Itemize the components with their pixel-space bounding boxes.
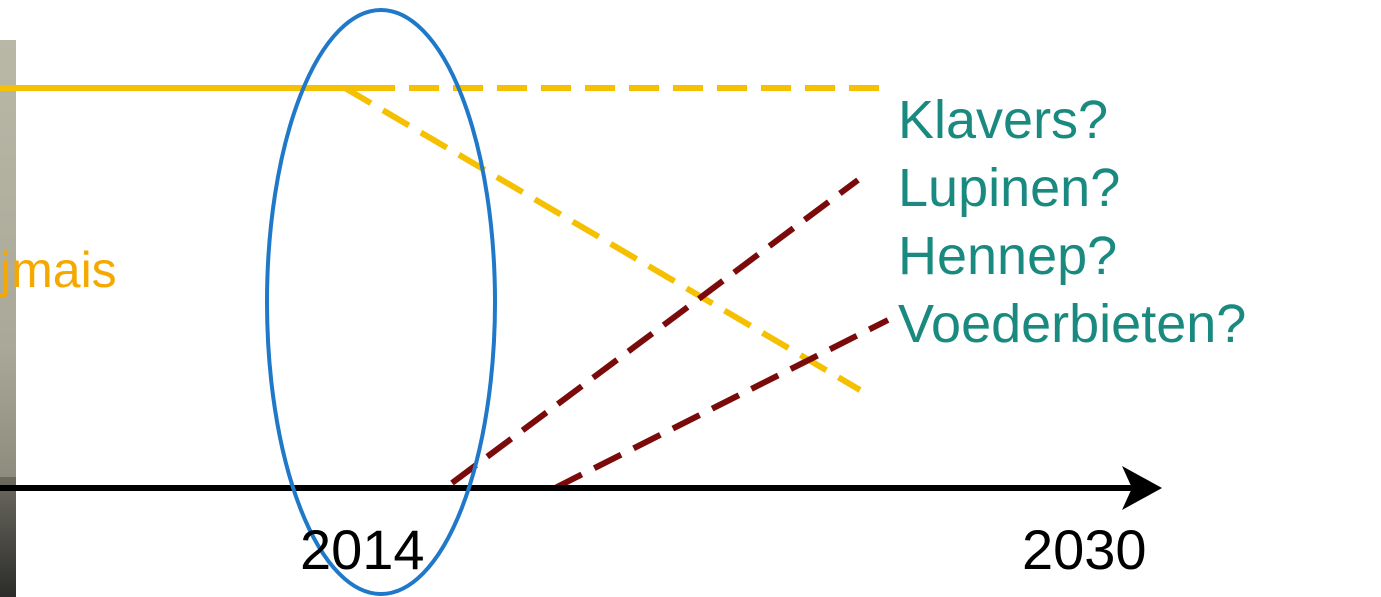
year-end-label: 2030 (1022, 518, 1147, 581)
alternative-rise-line-1 (450, 177, 860, 486)
year-start-label: 2014 (300, 518, 425, 581)
year-highlight-ellipse (265, 8, 497, 596)
alternative-rise-line-2 (553, 317, 890, 491)
maize-decline-projection (343, 85, 862, 393)
option-lupinen: Lupinen? (898, 158, 1121, 218)
crop-label: jmais (0, 242, 117, 298)
option-voederbieten: Voederbieten? (898, 294, 1247, 354)
background-photo-dark-area (0, 477, 16, 597)
option-hennep: Hennep? (898, 226, 1118, 286)
alternative-crop-options: Klavers? Lupinen? Hennep? Voederbieten? (898, 86, 1246, 358)
option-klavers: Klavers? (898, 90, 1109, 150)
time-axis-arrowhead (1122, 466, 1162, 510)
background-photo-strip (0, 40, 16, 597)
